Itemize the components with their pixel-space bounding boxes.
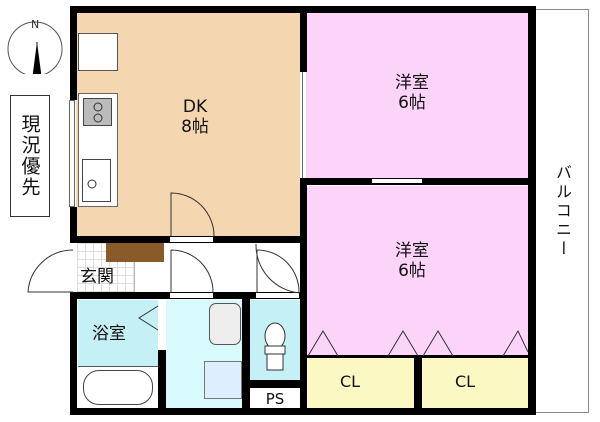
dk-name: DK bbox=[182, 97, 208, 117]
wash-basin-icon bbox=[209, 303, 241, 345]
wall-bottom bbox=[70, 408, 536, 415]
hall-door-icon bbox=[170, 249, 214, 294]
western1-label: 洋室 6帖 bbox=[377, 73, 447, 113]
wall-toilet-ps bbox=[250, 380, 302, 388]
north-arrow-icon bbox=[7, 21, 63, 80]
dk-door-opening bbox=[170, 237, 213, 242]
dk-size: 8帖 bbox=[181, 116, 209, 137]
north-label: N bbox=[31, 18, 40, 31]
wall-closet-divider bbox=[414, 355, 422, 408]
current-condition-notice: 現況優先 bbox=[10, 95, 50, 217]
western2-size: 6帖 bbox=[398, 260, 426, 281]
closet2-door-icon bbox=[422, 329, 529, 357]
western1-size: 6帖 bbox=[398, 92, 426, 113]
wall-wash-toilet bbox=[242, 299, 250, 409]
wall-left-upper bbox=[70, 6, 77, 100]
balcony-label: バルコニー bbox=[553, 163, 572, 259]
kitchen-window bbox=[69, 100, 75, 207]
sink-icon bbox=[82, 159, 111, 202]
western2-label: 洋室 6帖 bbox=[377, 241, 447, 281]
closet1-label: CL bbox=[340, 372, 361, 391]
wall-left-mid bbox=[70, 207, 77, 243]
entrance-label: 玄関 bbox=[80, 267, 114, 287]
washing-machine-icon bbox=[204, 361, 242, 399]
refrigerator bbox=[78, 33, 118, 71]
entrance-tiles bbox=[77, 243, 135, 292]
western2-name: 洋室 bbox=[395, 241, 429, 261]
wall-right bbox=[528, 6, 536, 415]
dk-sliding-door[interactable] bbox=[302, 72, 306, 178]
western-sliding-door[interactable] bbox=[372, 179, 422, 183]
closet1-door-icon bbox=[307, 330, 419, 357]
notice-text: 現況優先 bbox=[18, 114, 41, 198]
bath-label: 浴室 bbox=[92, 324, 126, 344]
wall-left-lower bbox=[70, 292, 77, 414]
ps-space: PS bbox=[250, 388, 300, 410]
closet-1 bbox=[308, 358, 414, 408]
room-western-1 bbox=[306, 12, 528, 180]
bathtub-icon bbox=[83, 370, 153, 405]
toilet-icon bbox=[262, 322, 288, 372]
wall-bath-wash bbox=[158, 350, 166, 410]
closet-2 bbox=[422, 358, 528, 408]
bath-door-opening bbox=[170, 293, 213, 298]
bath-folding-door-icon bbox=[138, 305, 159, 331]
dk-door-icon bbox=[170, 192, 215, 237]
closet2-label: CL bbox=[455, 372, 476, 391]
wall-dk-right-upper bbox=[300, 6, 307, 72]
shoe-cabinet bbox=[106, 243, 164, 262]
room-western-2 bbox=[306, 186, 528, 356]
toilet-door-opening bbox=[256, 293, 299, 298]
balcony: バルコニー bbox=[536, 9, 589, 413]
dk-label: DK 8帖 bbox=[160, 97, 230, 137]
ps-label: PS bbox=[265, 390, 285, 408]
entrance-door-icon bbox=[27, 249, 74, 293]
compass: N bbox=[3, 12, 65, 80]
western1-name: 洋室 bbox=[395, 73, 429, 93]
stove-icon bbox=[83, 98, 112, 126]
